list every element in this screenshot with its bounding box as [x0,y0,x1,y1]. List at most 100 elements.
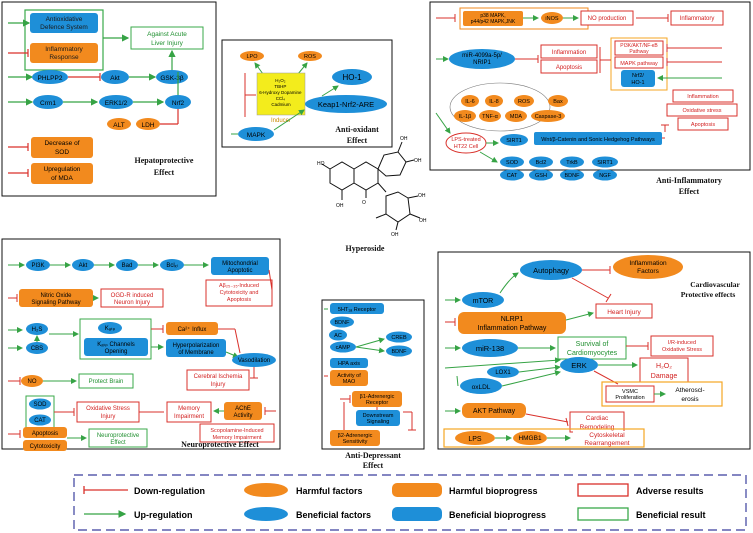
hyperoside-structure [321,141,421,231]
mda-label: MDA [510,114,523,120]
il6-label: IL-6 [465,99,474,105]
legend-harmful-factor-swatch [244,483,288,497]
scopolamine-box [199,423,275,443]
legend-beneficial-factors-label: Beneficial factors [296,510,371,520]
ogdr-box [100,288,164,308]
legend-frame [73,474,747,531]
inflammation-factors-node [613,255,683,279]
h2o2-damage-box [639,357,689,383]
ho1-node [332,69,372,85]
ache-activity-box [224,402,262,420]
ca-influx-label: Ca²⁺ Influx [178,326,207,333]
keap1-nrf2-are-label: Keap1-Nrf2-ARE [318,100,374,109]
p38-mapk-label: p38 MAPK,p44/p42 MAPK,JNK [471,13,516,25]
legend-beneficial-result-label: Beneficial result [636,510,706,520]
phlpp2-node [32,70,68,84]
inflammation2-label: Inflammation [687,94,719,100]
oxidative-stress-box [666,103,738,117]
cytokine-cluster [449,82,551,132]
cardiovascular-panel [437,251,751,450]
mapk-pathway-label: MAPK pathway [620,61,658,67]
vsmc-group-frame [601,381,723,407]
oh-label-6: OH [419,218,427,224]
oh-label-1: HO [317,161,325,167]
antioxidant-panel [221,39,393,148]
nrf2-ho1-label: Nrf2/HO-1 [631,73,644,86]
bdnf-ai-label: BDNF [565,173,581,179]
neuroprotective-title: Neuroprotective Effect [181,440,259,449]
alt-node [107,118,131,130]
erk-label: ERK [571,361,586,370]
inflammation2-box [672,89,734,103]
gsk3b-label: GSK-3β [160,75,184,82]
lpo-node [240,51,264,61]
katp-group-frame [79,318,152,360]
hpa-axis-box [330,358,368,368]
phlpp2-label: PHLPP2 [38,75,63,82]
heart-injury-box [595,303,653,319]
lps-label: LPS [468,436,482,443]
hmgb1-label: HMGB1 [518,435,542,442]
sod-ai-label: SOD [506,160,518,166]
mir138-label: miR-138 [476,344,504,353]
heart-injury-label: Heart Injury [607,309,641,316]
vasodilation-label: Vasodilation [238,358,270,364]
inducer-caption: Inducer [271,118,291,124]
cat-ai-label: CAT [507,173,518,179]
caspase3-label: Caspase-3 [535,114,562,120]
il8-label: IL-8 [489,99,498,105]
gsk3b-node [156,70,188,84]
legend-beneficial-bioprogress-label: Beneficial bioprogress [449,510,546,520]
nrf2-node [165,95,191,109]
mir-4099a-node [449,49,515,69]
survival-cardiomyocytes-box [557,336,627,360]
lps-ht22-node [445,132,487,154]
trkb-label: TrkB [566,160,578,166]
lox1-label: LOX1 [495,370,511,376]
akt-node [101,70,129,84]
oh-label-5: OH [418,193,426,199]
il1b-label: IL-1β [459,114,472,120]
oh-label-3: OH [414,158,422,164]
inflammatory-label: Inflammatory [680,16,715,22]
mtor-label: mTOR [473,298,493,305]
inducer-list: H₂O₂ TBHP 6-Hydroxy Dopamine CCl₄ Cadmiu… [259,78,303,107]
bdnf-ad2-label: BDNF [392,349,408,355]
no-production-label: NO production [588,16,627,22]
lps-group-frame [443,428,645,448]
memory-impairment-box [166,401,212,423]
atherosclerosis-label: Atheroscl-erosis [675,387,704,403]
mir138-node [462,339,518,357]
mapk-node [238,127,274,141]
ngf-label: NGF [599,173,611,179]
mir-4099a-label: miR-4099a-5p/NRIP1 [462,53,502,66]
protect-brain-box [78,373,134,389]
legend-harmful-bioprogress-label: Harmful bioprogress [449,486,538,496]
apoptosis2-label: Apoptosis [691,122,715,128]
sirt1-node [500,134,528,146]
keap1-nrf2-are-node [305,95,387,113]
legend-harmful-factors-label: Harmful factors [296,486,363,496]
cat-neuro-label: CAT [34,418,46,424]
decrease-sod-box [31,137,93,158]
lpo-label: LPO [246,54,258,60]
oh-label-4: OH [336,203,344,209]
ros-node [298,51,322,61]
legend-beneficial-factor-swatch [244,507,288,521]
